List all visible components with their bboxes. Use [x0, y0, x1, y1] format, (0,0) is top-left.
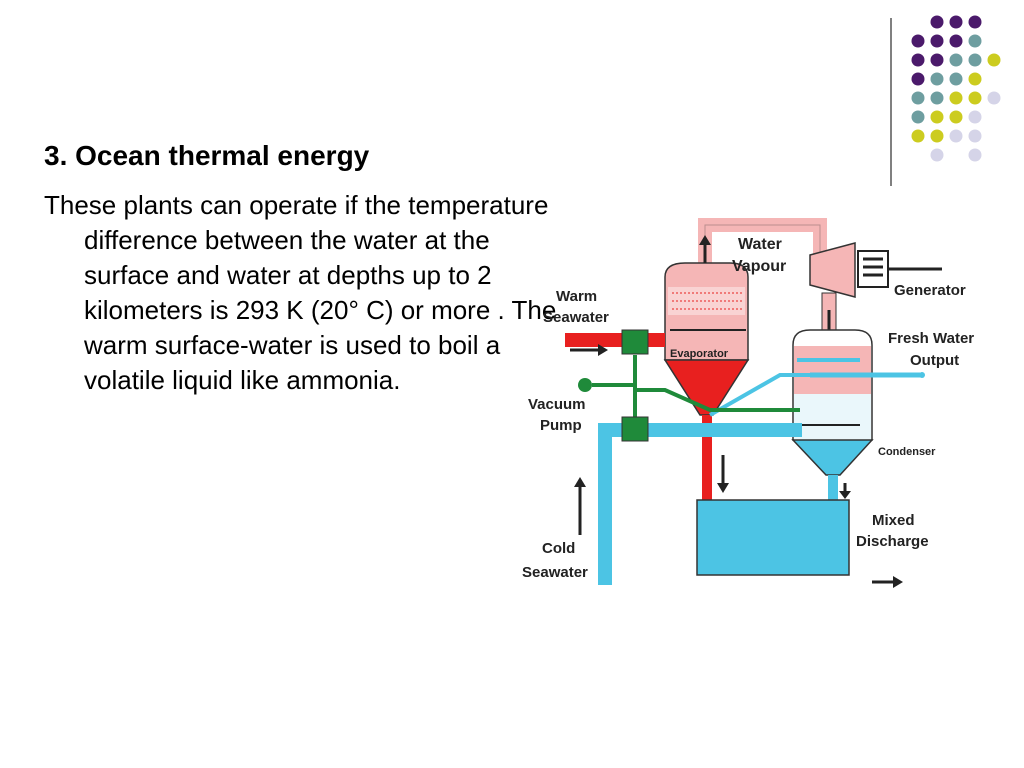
decorative-dot	[911, 34, 925, 48]
label-mixed-2: Discharge	[856, 533, 929, 550]
decorative-dot	[911, 53, 925, 67]
decorative-dot	[930, 34, 944, 48]
evaporator-vessel	[663, 262, 750, 416]
decorative-dot	[968, 129, 982, 143]
decorative-dot	[930, 72, 944, 86]
decorative-dot-grid	[911, 15, 1001, 162]
label-condenser: Condenser	[878, 446, 936, 458]
decorative-divider-line	[890, 18, 892, 186]
label-vacuum-2: Pump	[540, 417, 582, 434]
decorative-dot	[930, 110, 944, 124]
decorative-dot	[930, 91, 944, 105]
decorative-dot	[968, 91, 982, 105]
label-mixed-1: Mixed	[872, 512, 915, 529]
decorative-dot	[949, 91, 963, 105]
label-warm-1: Warm	[556, 288, 597, 305]
label-cold-2: Seawater	[522, 564, 588, 581]
label-cold-1: Cold	[542, 540, 575, 557]
turbine	[809, 242, 856, 298]
decorative-dot	[968, 34, 982, 48]
condenser-vessel	[791, 329, 874, 476]
decorative-dot	[930, 15, 944, 29]
decorative-dot	[911, 72, 925, 86]
decorative-dot	[987, 53, 1001, 67]
decorative-dot	[949, 129, 963, 143]
decorative-dot	[968, 148, 982, 162]
decorative-dot	[930, 53, 944, 67]
decorative-dot	[949, 110, 963, 124]
label-fresh-water-2: Output	[910, 352, 959, 369]
decorative-dot	[968, 53, 982, 67]
generator-icon	[857, 250, 889, 288]
decorative-dot	[987, 91, 1001, 105]
otec-diagram: Water Vapour Generator Warm Seawater Eva…	[522, 218, 974, 588]
decorative-dot	[968, 72, 982, 86]
mixed-discharge-tank	[696, 499, 850, 576]
decorative-dot	[911, 91, 925, 105]
decorative-dot	[949, 34, 963, 48]
label-warm-2: Seawater	[543, 309, 609, 326]
decorative-dot	[930, 129, 944, 143]
slide-body-text: These plants can operate if the temperat…	[44, 190, 557, 395]
decorative-dot	[949, 15, 963, 29]
decorative-dot	[968, 110, 982, 124]
decorative-dot	[949, 53, 963, 67]
label-water-vapour-2: Vapour	[732, 258, 786, 275]
label-fresh-water-1: Fresh Water	[888, 330, 974, 347]
warm-valve	[621, 329, 649, 355]
label-water-vapour-1: Water	[738, 236, 782, 253]
cold-valve	[621, 416, 649, 442]
label-generator: Generator	[894, 282, 966, 299]
decorative-dot	[930, 148, 944, 162]
slide-title: 3. Ocean thermal energy	[44, 140, 370, 171]
decorative-dot	[968, 15, 982, 29]
decorative-dot	[911, 110, 925, 124]
warm-discharge-pipe	[702, 415, 712, 500]
label-vacuum-1: Vacuum	[528, 396, 586, 413]
label-evaporator: Evaporator	[670, 348, 729, 360]
decorative-dot	[911, 129, 925, 143]
vacuum-pump	[578, 355, 800, 425]
cold-seawater-pipe	[598, 423, 802, 585]
decorative-dot	[949, 72, 963, 86]
